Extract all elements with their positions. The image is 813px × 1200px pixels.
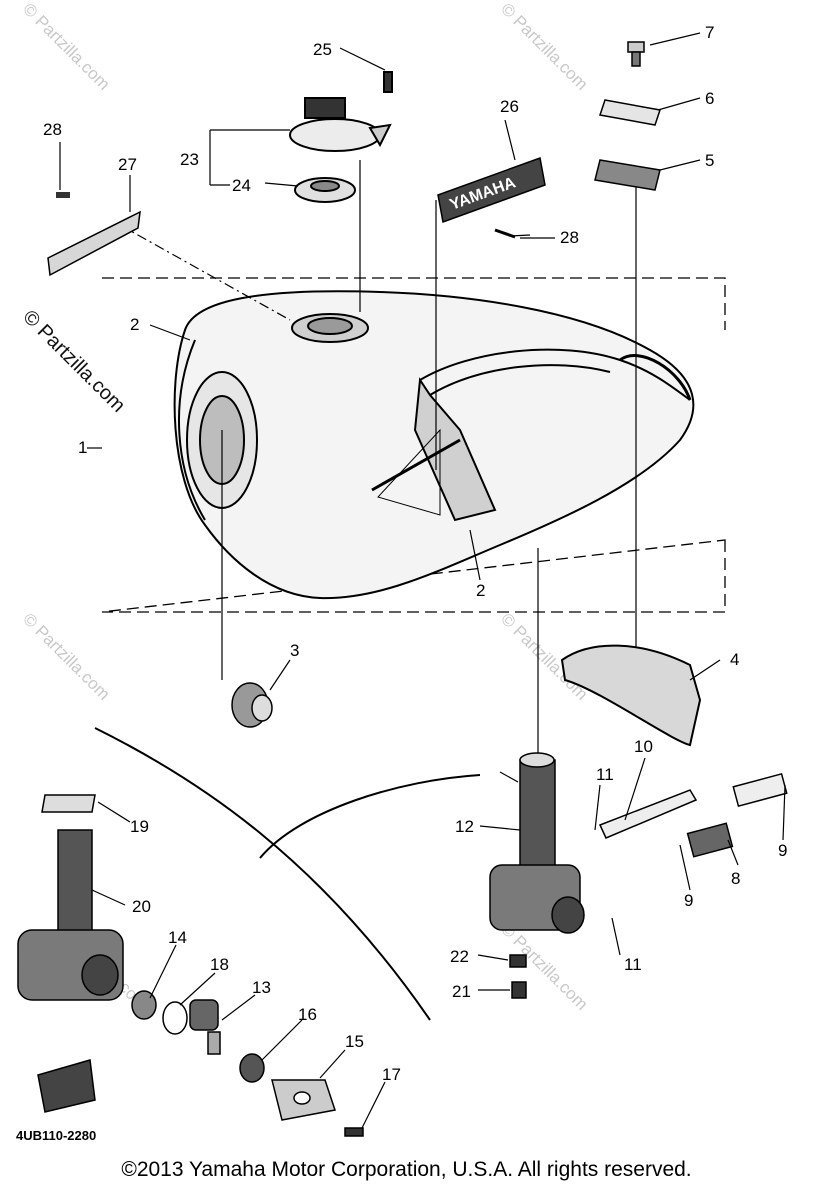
callout-25: 25: [313, 40, 332, 59]
callout-13: 13: [252, 978, 271, 997]
watermark: © Partzilla.com: [497, 0, 591, 94]
callouts: 25 7 6 5 26 23 24 28 28 27 2 1 2 3 4 12 …: [16, 23, 787, 1143]
callout-9-left: 9: [684, 891, 693, 910]
watermark-dark: © Partzilla.com: [18, 306, 129, 417]
mount-parts: [594, 41, 661, 191]
fuel-hose: [94, 727, 481, 1021]
yamaha-emblem: YAMAHA: [437, 156, 546, 239]
callout-6: 6: [705, 89, 714, 108]
callout-24: 24: [232, 176, 251, 195]
callout-4: 4: [730, 650, 739, 669]
callout-17: 17: [382, 1065, 401, 1084]
callout-2-bottom: 2: [476, 581, 485, 600]
rear-mount-rubber: [560, 644, 702, 747]
callout-8: 8: [731, 869, 740, 888]
callout-9-right: 9: [778, 841, 787, 860]
leader-lines: [87, 160, 637, 760]
callout-23: 23: [180, 150, 199, 169]
callout-14: 14: [168, 928, 187, 947]
callout-11-bottom: 11: [624, 955, 642, 974]
callout-5: 5: [705, 151, 714, 170]
grommet-3: [231, 682, 273, 728]
side-plate: [47, 210, 141, 277]
fuel-cock-left: [17, 794, 364, 1137]
callout-16: 16: [298, 1005, 317, 1024]
callout-19: 19: [130, 817, 149, 836]
watermark: © Partzilla.com: [19, 609, 113, 703]
callout-28-right: 28: [560, 228, 579, 247]
watermark: © Partzilla.com: [19, 0, 113, 94]
fuel-cock-right: [489, 752, 788, 999]
callout-3: 3: [290, 641, 299, 660]
callout-11-top: 11: [596, 765, 614, 784]
callout-7: 7: [705, 23, 714, 42]
callout-2-top: 2: [130, 315, 139, 334]
callout-21: 21: [452, 982, 471, 1001]
fuel-cap-assembly: [289, 71, 393, 203]
callout-1: 1: [78, 438, 87, 457]
callout-10: 10: [634, 737, 653, 756]
callout-18: 18: [210, 955, 229, 974]
exploded-view-svg: © Partzilla.com © Partzilla.com © Partzi…: [16, 0, 788, 1143]
screw-28: [56, 192, 70, 198]
callout-15: 15: [345, 1032, 364, 1051]
callout-28-left: 28: [43, 120, 62, 139]
callout-26: 26: [500, 97, 519, 116]
callout-20: 20: [132, 897, 151, 916]
callout-22: 22: [450, 947, 469, 966]
copyright-notice: ©2013 Yamaha Motor Corporation, U.S.A. A…: [121, 1158, 692, 1181]
callout-12: 12: [455, 817, 474, 836]
diagram-code: 4UB110-2280: [16, 1128, 96, 1143]
callout-27: 27: [118, 155, 137, 174]
